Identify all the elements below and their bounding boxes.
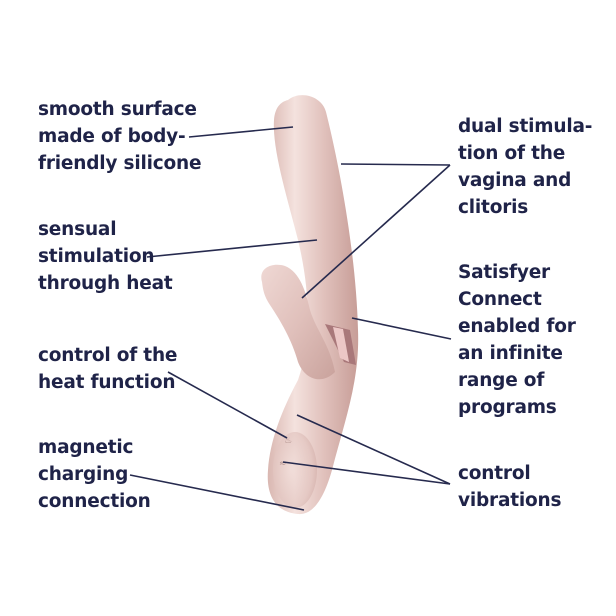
- line-charging: [129, 474, 305, 511]
- line-vibration-2: [282, 461, 451, 485]
- line-dual-clitoral: [301, 164, 451, 299]
- label-smooth-surface: smooth surface made of body- friendly si…: [38, 99, 202, 174]
- device-shaft: [267, 95, 359, 515]
- device-clitoral-arm: [261, 264, 335, 380]
- label-satisfyer-connect: Satisfyer Connect enabled for an infinit…: [458, 262, 576, 418]
- heat-button-icon: ♨: [284, 436, 292, 446]
- line-dual-vaginal: [340, 163, 451, 166]
- callout-lines: [129, 126, 452, 511]
- line-heat: [146, 239, 318, 258]
- label-magnetic-charging: magnetic charging connection: [38, 437, 151, 512]
- line-heat-control: [167, 371, 288, 439]
- line-surface: [188, 126, 294, 138]
- label-dual-stimulation: dual stimula- tion of the vagina and cli…: [458, 116, 593, 218]
- label-heat-stimulation: sensual stimulation through heat: [38, 219, 173, 294]
- vibration-button-icon: ≈: [279, 459, 287, 469]
- line-vibration-1: [296, 414, 451, 485]
- label-heat-control: control of the heat function: [38, 345, 178, 393]
- label-control-vibrations: control vibrations: [458, 463, 562, 511]
- line-connect: [351, 317, 452, 340]
